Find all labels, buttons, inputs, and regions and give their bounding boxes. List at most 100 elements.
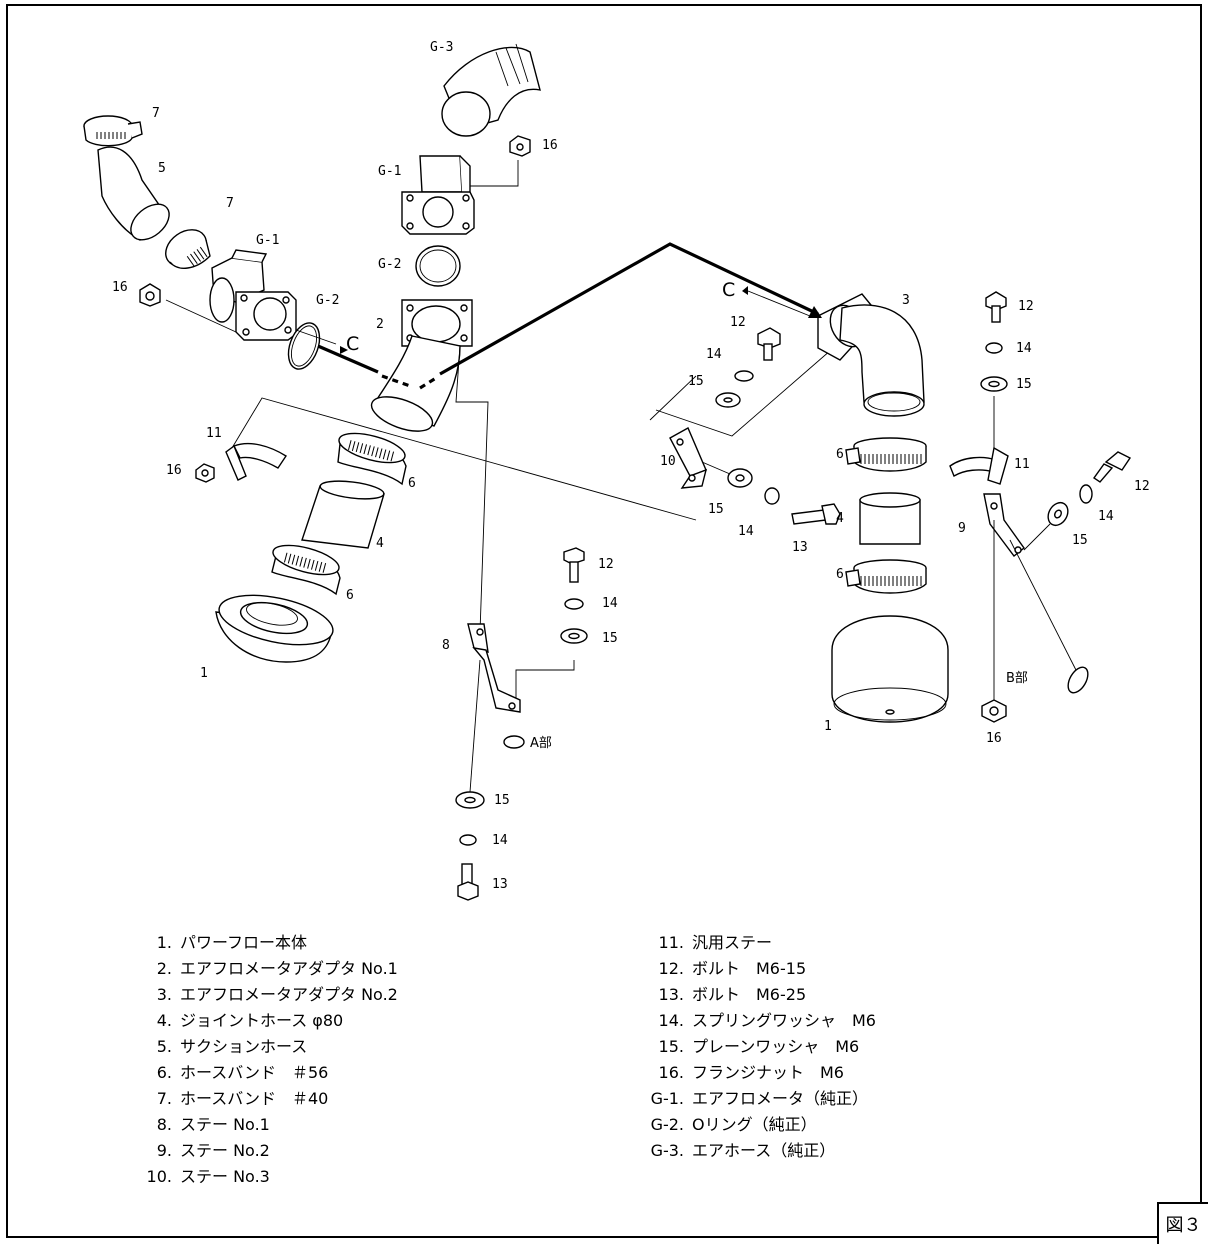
callout-label: 16 (112, 280, 128, 295)
callout-label: 15 (1016, 377, 1032, 392)
legend-item-text: ステー No.1 (180, 1115, 270, 1134)
o-ring-left (287, 322, 321, 370)
legend-item: 15. プレーンワッシャ M6 (646, 1034, 876, 1060)
flange-nut-16-left (139, 283, 161, 307)
legend-item-text: エアフロメータ（純正） (692, 1089, 869, 1108)
legend-item-text: プレーンワッシャ M6 (692, 1037, 860, 1056)
flange-nut-16-center (509, 135, 531, 157)
callout-label: 16 (542, 138, 558, 153)
right-assembly (817, 291, 1132, 723)
callout-label: 2 (376, 317, 384, 332)
hose-band-6-lower-left (271, 544, 341, 596)
bolt-13-lower (457, 863, 479, 901)
legend-item-text: ジョイントホース φ80 (180, 1011, 344, 1030)
callout-label: 14 (602, 596, 618, 611)
callout-label: 16 (986, 731, 1002, 746)
stay-no1 (467, 623, 521, 713)
legend-item-text: ボルト M6-25 (692, 985, 807, 1004)
powerflow-body-left (215, 594, 334, 663)
flange-nut-16-right (981, 699, 1007, 723)
callout-label: 14 (706, 347, 722, 362)
callout-label: 6 (346, 588, 354, 603)
plain-washer-15-lower (455, 791, 485, 809)
plain-washer-15-far-right (1047, 501, 1069, 527)
spring-washer-14-far-right (1079, 484, 1093, 504)
detail-a-marker (503, 735, 525, 749)
detail-b-marker (1067, 666, 1089, 694)
powerflow-body-right (831, 615, 949, 723)
spring-washer-14-center (564, 598, 584, 610)
legend-item-text: エアフロメータアダプタ No.1 (180, 959, 398, 978)
callout-label: G-3 (430, 40, 453, 55)
center-assembly (370, 43, 855, 901)
flange-nut-16-stay (195, 463, 215, 483)
callout-label: 15 (1072, 533, 1088, 548)
legend-item-text: エアフロメータアダプタ No.2 (180, 985, 398, 1004)
legend-item-text: パワーフロー本体 (180, 933, 308, 952)
legend-item: 5.サクションホース (146, 1034, 398, 1060)
callout-label: 14 (492, 833, 508, 848)
callout-label: 14 (1016, 341, 1032, 356)
spring-washer-14-stay3 (764, 487, 780, 505)
callout-label: 15 (708, 502, 724, 517)
legend-item-number: 8. (156, 1115, 172, 1134)
legend-item-number: 15. (658, 1037, 684, 1056)
callout-label: 14 (1098, 509, 1114, 524)
legend-item: 16.フランジナット M6 (646, 1060, 876, 1086)
direction-arrow-c (317, 242, 822, 390)
callout-label: 6 (836, 567, 844, 582)
bolt-12-far-right (1093, 451, 1132, 483)
callout-label: 12 (730, 315, 746, 330)
legend-item: G-3. エアホース（純正） (646, 1138, 876, 1164)
legend-item-number: 6. (156, 1063, 172, 1082)
legend-item-number: 5. (156, 1037, 172, 1056)
legend-item: 10.ステー No.3 (146, 1164, 398, 1190)
legend-item-number: 2. (156, 959, 172, 978)
legend-item-text: Oリング（純正） (692, 1115, 817, 1134)
airflow-meter-center (401, 155, 475, 235)
callout-label: G-1 (256, 233, 279, 248)
bolt-12-right (985, 291, 1007, 323)
legend-item: 13.ボルト M6-25 (646, 982, 876, 1008)
universal-stay-right (949, 446, 1009, 485)
joint-hose-left (301, 480, 385, 549)
legend-item-text: エアホース（純正） (692, 1141, 836, 1160)
callout-label: 11 (206, 426, 222, 441)
callout-label: 8 (442, 638, 450, 653)
stay-no2 (983, 493, 1025, 557)
legend-item-number: G-3. (650, 1141, 684, 1160)
callout-label: 12 (1134, 479, 1150, 494)
legend-item-text: ステー No.3 (180, 1167, 270, 1186)
callout-label: 1 (200, 666, 208, 681)
legend-item-number: 4. (156, 1011, 172, 1030)
left-assembly (83, 115, 697, 663)
callout-label: 9 (958, 521, 966, 536)
o-ring-center (415, 245, 461, 287)
plain-washer-15-right (980, 376, 1008, 392)
legend-item: 9.ステー No.2 (146, 1138, 398, 1164)
spring-washer-14-right (985, 342, 1003, 354)
legend-item-number: 9. (156, 1141, 172, 1160)
view-marker-c-right: C (722, 279, 735, 301)
legend-item: 2. エアフロメータアダプタ No.1 (146, 956, 398, 982)
legend-item-text: ボルト M6-15 (692, 959, 807, 978)
bolt-13-stay3 (791, 503, 841, 525)
callout-label: 12 (598, 557, 614, 572)
callout-label: 12 (1018, 299, 1034, 314)
figure-label: 図３ (1157, 1202, 1208, 1244)
hose-band-6-upper-right (845, 437, 927, 472)
plain-washer-15-center (560, 628, 588, 644)
callout-label: 7 (152, 106, 160, 121)
callout-label: 15 (688, 374, 704, 389)
legend-item-text: 汎用ステー (692, 933, 773, 952)
legend-item-number: 16. (658, 1063, 684, 1082)
callout-label: 13 (792, 540, 808, 555)
callout-label: 1 (824, 719, 832, 734)
legend-item: 14.スプリングワッシャ M6 (646, 1008, 876, 1034)
bolt-12-center (563, 547, 585, 583)
callout-label: 5 (158, 161, 166, 176)
legend-item-number: 7. (156, 1089, 172, 1108)
adapter-no2 (817, 293, 925, 417)
page-frame (6, 4, 1202, 1238)
